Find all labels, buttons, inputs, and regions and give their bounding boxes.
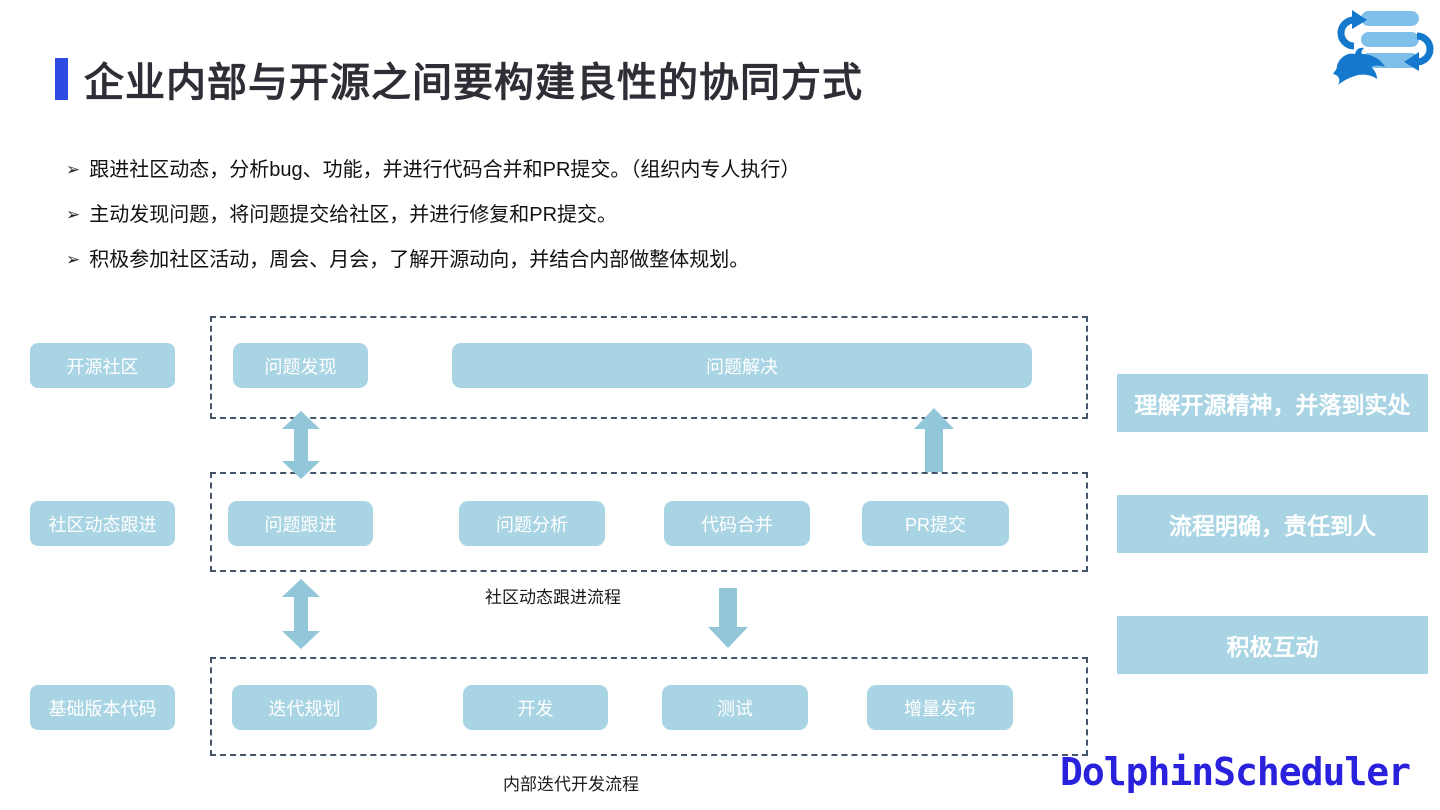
- bullet-text: 跟进社区动态，分析bug、功能，并进行代码合并和PR提交。（组织内专人执行）: [89, 159, 801, 181]
- flow-box-development: 开发: [463, 685, 608, 730]
- flow-box-pr-submit: PR提交: [862, 501, 1009, 546]
- row-label-community-tracking: 社区动态跟进: [30, 501, 175, 546]
- down-arrow-row2-to-row3-icon: [708, 588, 748, 653]
- bullet-item: ➢ 主动发现问题，将问题提交给社区，并进行修复和PR提交。: [66, 202, 800, 228]
- dashed-group-row3: [210, 657, 1088, 756]
- dolphin-logo-icon: [1333, 10, 1434, 85]
- bullet-text: 主动发现问题，将问题提交给社区，并进行修复和PR提交。: [89, 204, 618, 226]
- row-label-base-version-code: 基础版本代码: [30, 685, 175, 730]
- row-label-open-source-community: 开源社区: [30, 343, 175, 388]
- bullet-list: ➢ 跟进社区动态，分析bug、功能，并进行代码合并和PR提交。（组织内专人执行）…: [66, 157, 800, 292]
- flow-box-problem-analysis: 问题分析: [459, 501, 605, 546]
- bullet-text: 积极参加社区活动，周会、月会，了解开源动向，并结合内部做整体规划。: [89, 249, 750, 271]
- arrow-bullet-icon: ➢: [66, 160, 81, 179]
- takeaway-active-interaction: 积极互动: [1117, 616, 1428, 674]
- title-block: 企业内部与开源之间要构建良性的协同方式: [55, 50, 863, 108]
- caption-internal-iteration-flow: 内部迭代开发流程: [503, 775, 639, 794]
- dashed-group-row2: [210, 472, 1088, 572]
- caption-community-tracking-flow: 社区动态跟进流程: [485, 588, 621, 607]
- flow-box-problem-resolution: 问题解决: [452, 343, 1032, 388]
- up-arrow-row2-to-row1-icon: [914, 408, 954, 477]
- bullet-item: ➢ 积极参加社区活动，周会、月会，了解开源动向，并结合内部做整体规划。: [66, 247, 800, 273]
- takeaway-understand-open-source: 理解开源精神，并落到实处: [1117, 374, 1428, 432]
- dolphinscheduler-wordmark: DolphinScheduler: [1059, 750, 1411, 794]
- double-arrow-row2-row3-icon: [282, 579, 320, 654]
- page-title: 企业内部与开源之间要构建良性的协同方式: [84, 61, 863, 105]
- flow-box-iteration-planning: 迭代规划: [232, 685, 377, 730]
- title-accent-bar: [55, 58, 68, 100]
- dolphinscheduler-logo: [1325, 4, 1437, 88]
- flow-box-code-merge: 代码合并: [664, 501, 810, 546]
- flow-box-problem-follow-up: 问题跟进: [228, 501, 373, 546]
- flow-box-incremental-release: 增量发布: [867, 685, 1013, 730]
- double-arrow-row1-row2-icon: [282, 411, 320, 484]
- takeaway-clear-process: 流程明确，责任到人: [1117, 495, 1428, 553]
- bullet-item: ➢ 跟进社区动态，分析bug、功能，并进行代码合并和PR提交。（组织内专人执行）: [66, 157, 800, 183]
- flow-box-problem-discovery: 问题发现: [233, 343, 368, 388]
- flow-box-testing: 测试: [662, 685, 808, 730]
- arrow-bullet-icon: ➢: [66, 250, 81, 269]
- dashed-group-row1: [210, 316, 1088, 419]
- arrow-bullet-icon: ➢: [66, 205, 81, 224]
